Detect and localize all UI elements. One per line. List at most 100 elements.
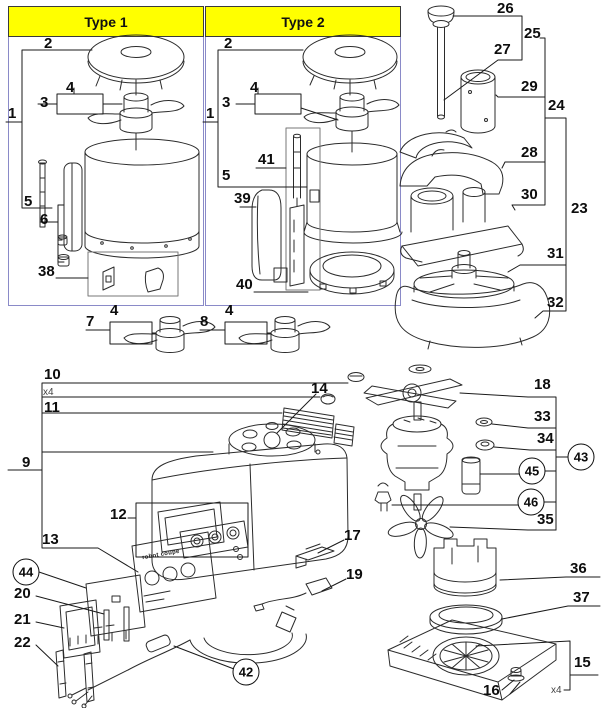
callout-10: 10 [44,366,61,383]
callout-42: 42 [232,658,260,686]
capacitor-45-drawing [462,457,480,494]
callout-11: 11 [44,399,60,416]
callout-4-type1: 4 [66,79,75,96]
callout-4-blade7: 4 [110,302,119,319]
legs-22-drawing [56,650,94,702]
callout-38: 38 [38,263,55,280]
callout-13: 13 [42,531,59,548]
callout-35: 35 [537,511,554,528]
type1-clips-box-drawing [88,252,178,296]
type2-header: Type 2 [205,6,401,37]
blade-7-drawing [124,317,215,353]
callout-22: 22 [14,634,31,651]
leader-lines [6,16,600,694]
callout-9: 9 [22,454,31,471]
cutter-housing-32-drawing [395,283,550,349]
callout-28: 28 [521,144,538,161]
type1-header: Type 1 [8,6,204,37]
washer-33-drawing [476,418,492,426]
faceplate-drawing [132,532,216,612]
type2-rod-drawing [286,128,320,290]
callout-15: 15 [574,654,591,671]
callout-4-type2: 4 [250,79,259,96]
bottom-base-15-drawing [388,620,556,700]
callout-32: 32 [547,294,564,311]
callout-20: 20 [14,585,31,602]
standoffs-20-drawing [104,607,129,641]
callout-5-type1: 5 [24,193,33,210]
callout-39: 39 [234,190,251,207]
seal-ring-37-drawing [430,605,502,634]
quantity-x4-bottom: x4 [551,685,562,696]
callout-19: 19 [346,566,363,583]
callout-37: 37 [573,589,590,606]
callout-40: 40 [236,276,253,293]
fan-35-drawing [387,492,455,558]
faceplate-strip-drawing [180,521,248,558]
support-plate-18-drawing [364,379,462,408]
type1-bowl-drawing [39,139,200,258]
blade-8-drawing [239,317,330,353]
callout-23: 23 [571,200,588,217]
callout-31: 31 [547,245,564,262]
type2-handle-drawing [252,190,287,282]
callout-30: 30 [521,186,538,203]
callout-24: 24 [548,97,565,114]
callout-17: 17 [344,527,361,544]
callout-43: 43 [567,443,595,471]
callout-21: 21 [14,611,31,628]
nut-16-drawing [508,668,524,682]
callout-1-type1: 1 [8,105,17,122]
callout-5-type2: 5 [222,167,231,184]
callout-7: 7 [86,313,95,330]
type2-lid-drawing [303,35,397,95]
type2-ring-base-drawing [310,252,394,294]
type2-blade-drawing [304,93,399,152]
motor-drawing [381,402,453,510]
vent-grille-drawing [282,408,354,446]
mount-46-drawing [375,483,391,511]
callout-46: 46 [517,488,545,516]
type1-blade-drawing [88,93,184,150]
callout-29: 29 [521,78,538,95]
switch-19-drawing [254,578,332,611]
pcb-44-drawing [86,575,145,644]
cover-28-drawing [400,150,503,194]
pusher-drawing [400,6,472,158]
washer-top-drawing [409,365,431,373]
small-fasteners-drawing [321,373,364,405]
callout-34: 34 [537,430,554,447]
feed-tube-29-drawing [461,70,495,133]
callout-14: 14 [311,380,328,397]
callout-2-type1: 2 [44,35,53,52]
type1-box: Type 1 [8,6,204,306]
feed-head-30-drawing [401,188,524,267]
callout-33: 33 [534,408,551,425]
callout-3-type1: 3 [40,94,49,111]
callout-25: 25 [524,25,541,42]
type1-lid-drawing [88,35,184,95]
callout-1-type2: 1 [206,105,215,122]
type2-bowl-drawing [304,143,402,243]
bracket-21-drawing [60,600,100,658]
callout-4-blade8: 4 [225,302,234,319]
callout-44: 44 [12,558,40,586]
callout-41: 41 [258,151,275,168]
shroud-36-drawing [434,539,496,596]
callout-26: 26 [497,0,514,17]
type2-box: Type 2 [205,6,401,306]
callout-8: 8 [200,313,209,330]
callout-16: 16 [483,682,500,699]
microswitch-17-drawing [296,544,334,568]
washer-34-drawing [476,440,494,450]
callout-12: 12 [110,506,127,523]
motor-housing-drawing [152,423,348,580]
quantity-x4-top: x4 [43,387,54,398]
callout-6-type1: 6 [40,211,49,228]
callout-2-type2: 2 [224,35,233,52]
callout-18: 18 [534,376,551,393]
power-cord-drawing [68,606,306,708]
callout-36: 36 [570,560,587,577]
